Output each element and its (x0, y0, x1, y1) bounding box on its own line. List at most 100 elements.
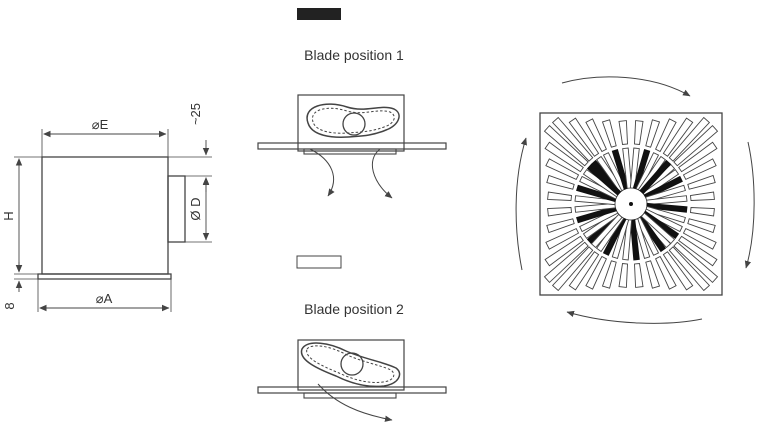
grille-blade-open (646, 195, 688, 206)
grille-slot (551, 116, 594, 162)
grille-slot (585, 255, 607, 290)
grille-blade-closed (576, 205, 617, 224)
grille-slot (662, 117, 694, 157)
grille-slots (543, 116, 719, 292)
grille-front-view (539, 112, 723, 296)
legend-filled-swatch (297, 8, 341, 20)
blade-position-2-section (257, 339, 447, 422)
grille-slot (687, 218, 716, 234)
blade-1-inner (312, 107, 395, 134)
grille-slot (585, 118, 607, 153)
airflow-2 (317, 383, 393, 422)
blade-1-outer (306, 103, 400, 138)
housing-1 (297, 94, 405, 152)
grille-blade-open (582, 210, 620, 240)
swirl-arrow-top (561, 76, 691, 97)
dim-d-label: Ø D (188, 197, 203, 220)
blade-2-axle (340, 352, 364, 376)
grille-blade-closed (646, 202, 688, 213)
grille-slot (678, 141, 718, 173)
grille-slot (545, 158, 580, 180)
swirl-arrow-right (744, 141, 755, 269)
grille-blade-closed (576, 184, 617, 203)
blade-2-inner (306, 345, 395, 383)
blade-1-axle (342, 112, 366, 136)
grille-slot (546, 218, 575, 234)
grille-blade-closed (637, 215, 667, 253)
grille-slot (673, 124, 719, 167)
legend-open-swatch (296, 255, 342, 269)
grille-blade-open (579, 175, 619, 200)
grille-slot (568, 251, 600, 291)
grille-slot (634, 120, 644, 145)
dim-8-label: 8 (2, 302, 17, 309)
grille-blade-closed (639, 159, 672, 195)
grille-slot (682, 228, 717, 250)
dim-h-label: H (1, 211, 16, 220)
grille-slot (662, 251, 694, 291)
grille-blade-open (632, 218, 651, 259)
grille-blade-open (645, 205, 686, 224)
grille-blade-open (590, 213, 623, 249)
grille-blade-closed (611, 149, 630, 190)
grille-slot (618, 263, 628, 288)
airflow-1-left (309, 148, 335, 197)
blade-position-2-label: Blade position 2 (304, 301, 404, 317)
grille-blade-open (642, 168, 680, 198)
grille-blade-open (622, 219, 633, 261)
grille-blade-open (645, 184, 686, 203)
dim-25-label: ~25 (188, 103, 203, 125)
grille-slot (547, 191, 572, 201)
grille-slot (546, 174, 575, 190)
grille-blade-open (574, 202, 616, 213)
grille-blade-open (635, 152, 660, 192)
grille-slot (668, 116, 711, 162)
plate-center-1 (303, 148, 397, 155)
grille-slot (687, 174, 716, 190)
grille-blade-open (595, 155, 625, 193)
side-view: ⌀E ⌀A H 8 Ø D ~25 (1, 103, 212, 312)
dim-a-label: ⌀A (96, 291, 113, 306)
grille-center (629, 202, 633, 206)
grille-blade-open (643, 208, 683, 233)
plate-center-2 (303, 392, 397, 399)
grille-slot (655, 255, 677, 290)
grille-slot (543, 241, 589, 284)
grille-slot (545, 228, 580, 250)
grille-slot (547, 207, 572, 217)
grille-blade-open (629, 147, 640, 189)
grille-slot (655, 118, 677, 153)
airflow-1-right (371, 148, 393, 199)
grille-slot (601, 119, 617, 148)
grille-slot (690, 207, 715, 217)
grille-blade-open (611, 218, 630, 259)
grille-slot (645, 119, 661, 148)
grille-blade-open (640, 212, 676, 245)
grille-blade-open (579, 208, 619, 233)
housing-2 (297, 339, 405, 391)
ceiling-plate-1 (257, 142, 447, 150)
grille-slot (551, 246, 594, 292)
dim-e-label: ⌀E (92, 117, 109, 132)
grille-slot (543, 124, 589, 167)
grille-blade-closed (602, 216, 627, 256)
grille-blade-closed (632, 149, 651, 190)
plenum-box (41, 156, 169, 275)
grille-blade-open (602, 152, 627, 192)
grille-slot (568, 117, 600, 157)
face-plate (37, 273, 172, 280)
grille-slot (682, 158, 717, 180)
grille-slot (678, 235, 718, 267)
swirl-arrow-left (515, 137, 527, 271)
grille-frame (539, 112, 723, 296)
grille-blade-open (635, 216, 660, 256)
grille-blade-closed (629, 219, 640, 261)
grille-slot (601, 260, 617, 289)
blade-position-1-label: Blade position 1 (304, 47, 404, 63)
grille-blade-closed (643, 175, 683, 200)
blade-2-outer (300, 342, 401, 388)
grille-slot (544, 141, 584, 173)
grille-slot (618, 120, 628, 145)
grille-slot (673, 241, 719, 284)
